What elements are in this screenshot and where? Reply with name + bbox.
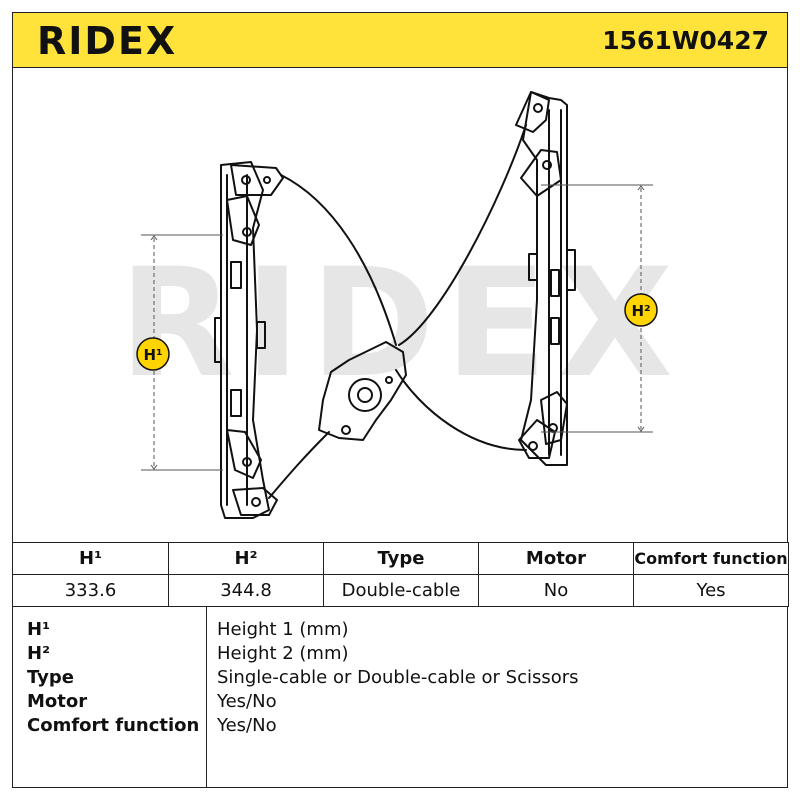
spec-value-h2: 344.8 [168, 574, 324, 607]
left-top-bracket [230, 164, 284, 196]
callout-h2: H² [624, 293, 658, 327]
legend-value: Single-cable or Double-cable or Scissors [217, 667, 579, 688]
cable-upper-right [398, 124, 527, 346]
legend-value: Yes/No [217, 691, 277, 712]
specs-header-row: H¹ H² Type Motor Comfort function [12, 542, 789, 575]
spec-value-comfort: Yes [633, 574, 789, 607]
legend-key: Comfort function [27, 715, 200, 736]
left-rail [220, 161, 270, 519]
legend-key: H² [27, 643, 50, 664]
left-lower-slider [226, 429, 262, 479]
right-upper-slider [520, 149, 562, 197]
spec-value-h1: 333.6 [12, 574, 169, 607]
part-number: 1561W0427 [602, 26, 769, 55]
spec-header-type: Type [323, 542, 479, 575]
legend-row: Type Single-cable or Double-cable or Sci… [13, 666, 787, 690]
right-bottom-bracket [518, 419, 556, 459]
spec-header-h1: H¹ [12, 542, 169, 575]
header-bar: RIDEX 1561W0427 [12, 12, 788, 68]
window-regulator-diagram: RIDEX [119, 91, 683, 519]
right-rail [520, 91, 568, 466]
legend-key: Type [27, 667, 74, 688]
cable-lower-left [268, 431, 330, 499]
cable-lower-right [395, 369, 527, 451]
legend-key: H¹ [27, 619, 50, 640]
legend-row: H¹ Height 1 (mm) [13, 618, 787, 642]
spec-header-h2: H² [168, 542, 324, 575]
left-rail-inner [226, 174, 248, 506]
technical-drawing: RIDEX [12, 68, 788, 542]
left-upper-slider [226, 195, 260, 246]
left-bottom-bracket [232, 487, 278, 516]
brand-logo: RIDEX [37, 19, 178, 63]
legend-box: H¹ Height 1 (mm) H² Height 2 (mm) Type S… [12, 606, 788, 788]
callout-h2-label: H² [631, 302, 650, 320]
legend-divider [206, 606, 207, 787]
legend-row: Motor Yes/No [13, 690, 787, 714]
watermark-logo: RIDEX [119, 237, 683, 411]
legend-value: Yes/No [217, 715, 277, 736]
legend-value: Height 2 (mm) [217, 643, 349, 664]
right-top-bracket [515, 91, 550, 133]
left-rail-slot [230, 261, 242, 289]
callout-h1: H¹ [136, 337, 170, 371]
spec-header-motor: Motor [478, 542, 634, 575]
specs-value-row: 333.6 344.8 Double-cable No Yes [12, 574, 789, 607]
callout-h1-label: H¹ [143, 346, 162, 364]
drive-pulley [348, 378, 382, 412]
drive-unit [318, 341, 407, 441]
legend-row: Comfort function Yes/No [13, 714, 787, 738]
legend-row: H² Height 2 (mm) [13, 642, 787, 666]
right-rail-slot [550, 317, 560, 345]
cable-upper-left [280, 174, 397, 346]
right-lower-slider [540, 391, 568, 445]
spec-value-type: Double-cable [323, 574, 479, 607]
left-rail-slot [230, 389, 242, 417]
legend-key: Motor [27, 691, 88, 712]
specs-table: H¹ H² Type Motor Comfort function 333.6 … [12, 542, 789, 607]
legend-value: Height 1 (mm) [217, 619, 349, 640]
spec-header-comfort: Comfort function [633, 542, 789, 575]
right-rail-slot [550, 269, 560, 297]
spec-value-motor: No [478, 574, 634, 607]
